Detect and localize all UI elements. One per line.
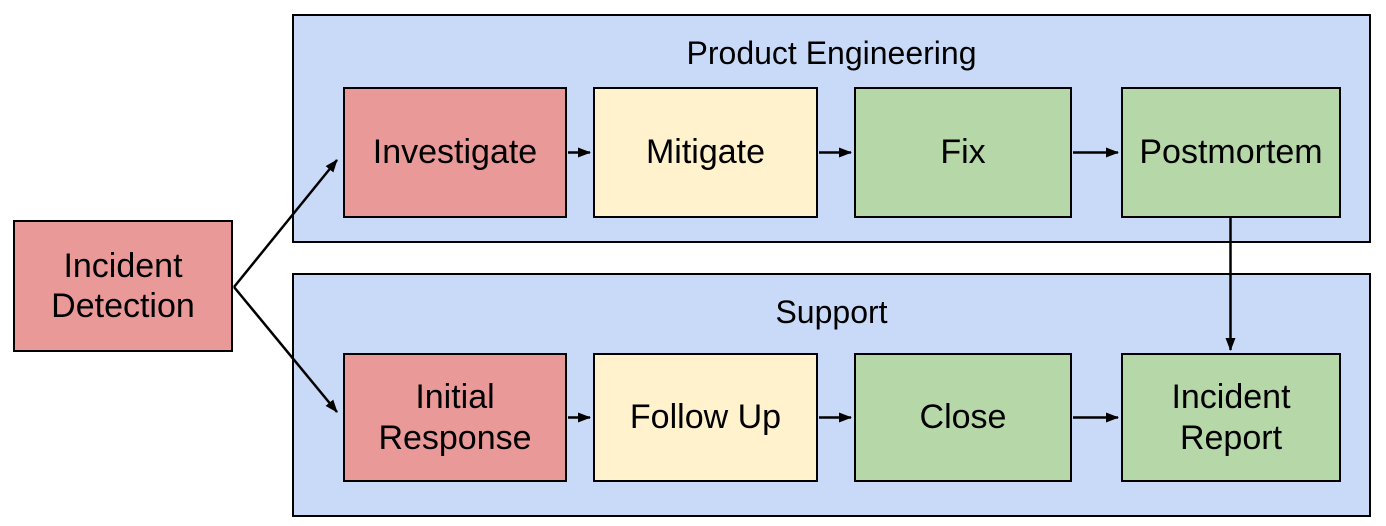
node-follow-up: Follow Up bbox=[593, 353, 818, 482]
node-initial-response: Initial Response bbox=[343, 353, 567, 482]
lane-title-support: Support bbox=[775, 294, 888, 330]
lane-title-product-engineering: Product Engineering bbox=[686, 35, 977, 71]
node-incident-detection: Incident Detection bbox=[13, 220, 233, 352]
node-incident-report: Incident Report bbox=[1121, 353, 1341, 482]
node-mitigate: Mitigate bbox=[593, 87, 818, 218]
node-investigate: Investigate bbox=[343, 87, 567, 218]
node-close: Close bbox=[854, 353, 1072, 482]
node-fix: Fix bbox=[854, 87, 1072, 218]
node-postmortem: Postmortem bbox=[1121, 87, 1341, 218]
